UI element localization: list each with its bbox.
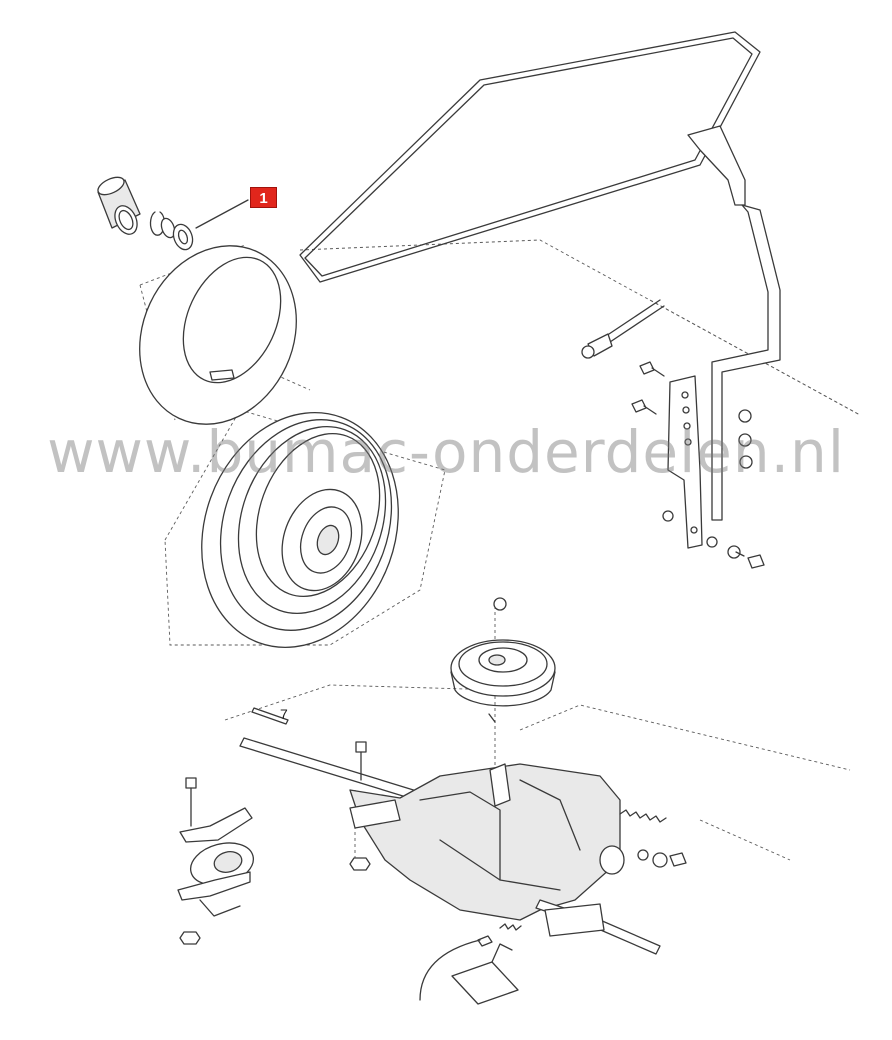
pillow-block-bearing xyxy=(177,777,254,945)
bracket-fasteners xyxy=(631,361,765,569)
bushing-sleeve xyxy=(97,176,141,235)
shaft-key xyxy=(251,707,289,725)
wheel-assembly xyxy=(201,411,399,649)
transaxle-fasteners xyxy=(349,741,687,871)
transaxle xyxy=(239,737,661,955)
control-cable xyxy=(581,299,665,359)
shift-lever xyxy=(687,125,781,521)
circlip xyxy=(149,211,166,236)
cable-bracket xyxy=(419,923,522,1005)
part-label-shaft-key: 7 xyxy=(280,706,288,722)
pulley xyxy=(450,597,556,723)
washers xyxy=(160,217,194,251)
drive-belt xyxy=(299,31,761,283)
part-callout-1[interactable]: 1 xyxy=(250,187,277,208)
mounting-bracket xyxy=(667,375,703,549)
inner-tube xyxy=(139,245,297,425)
